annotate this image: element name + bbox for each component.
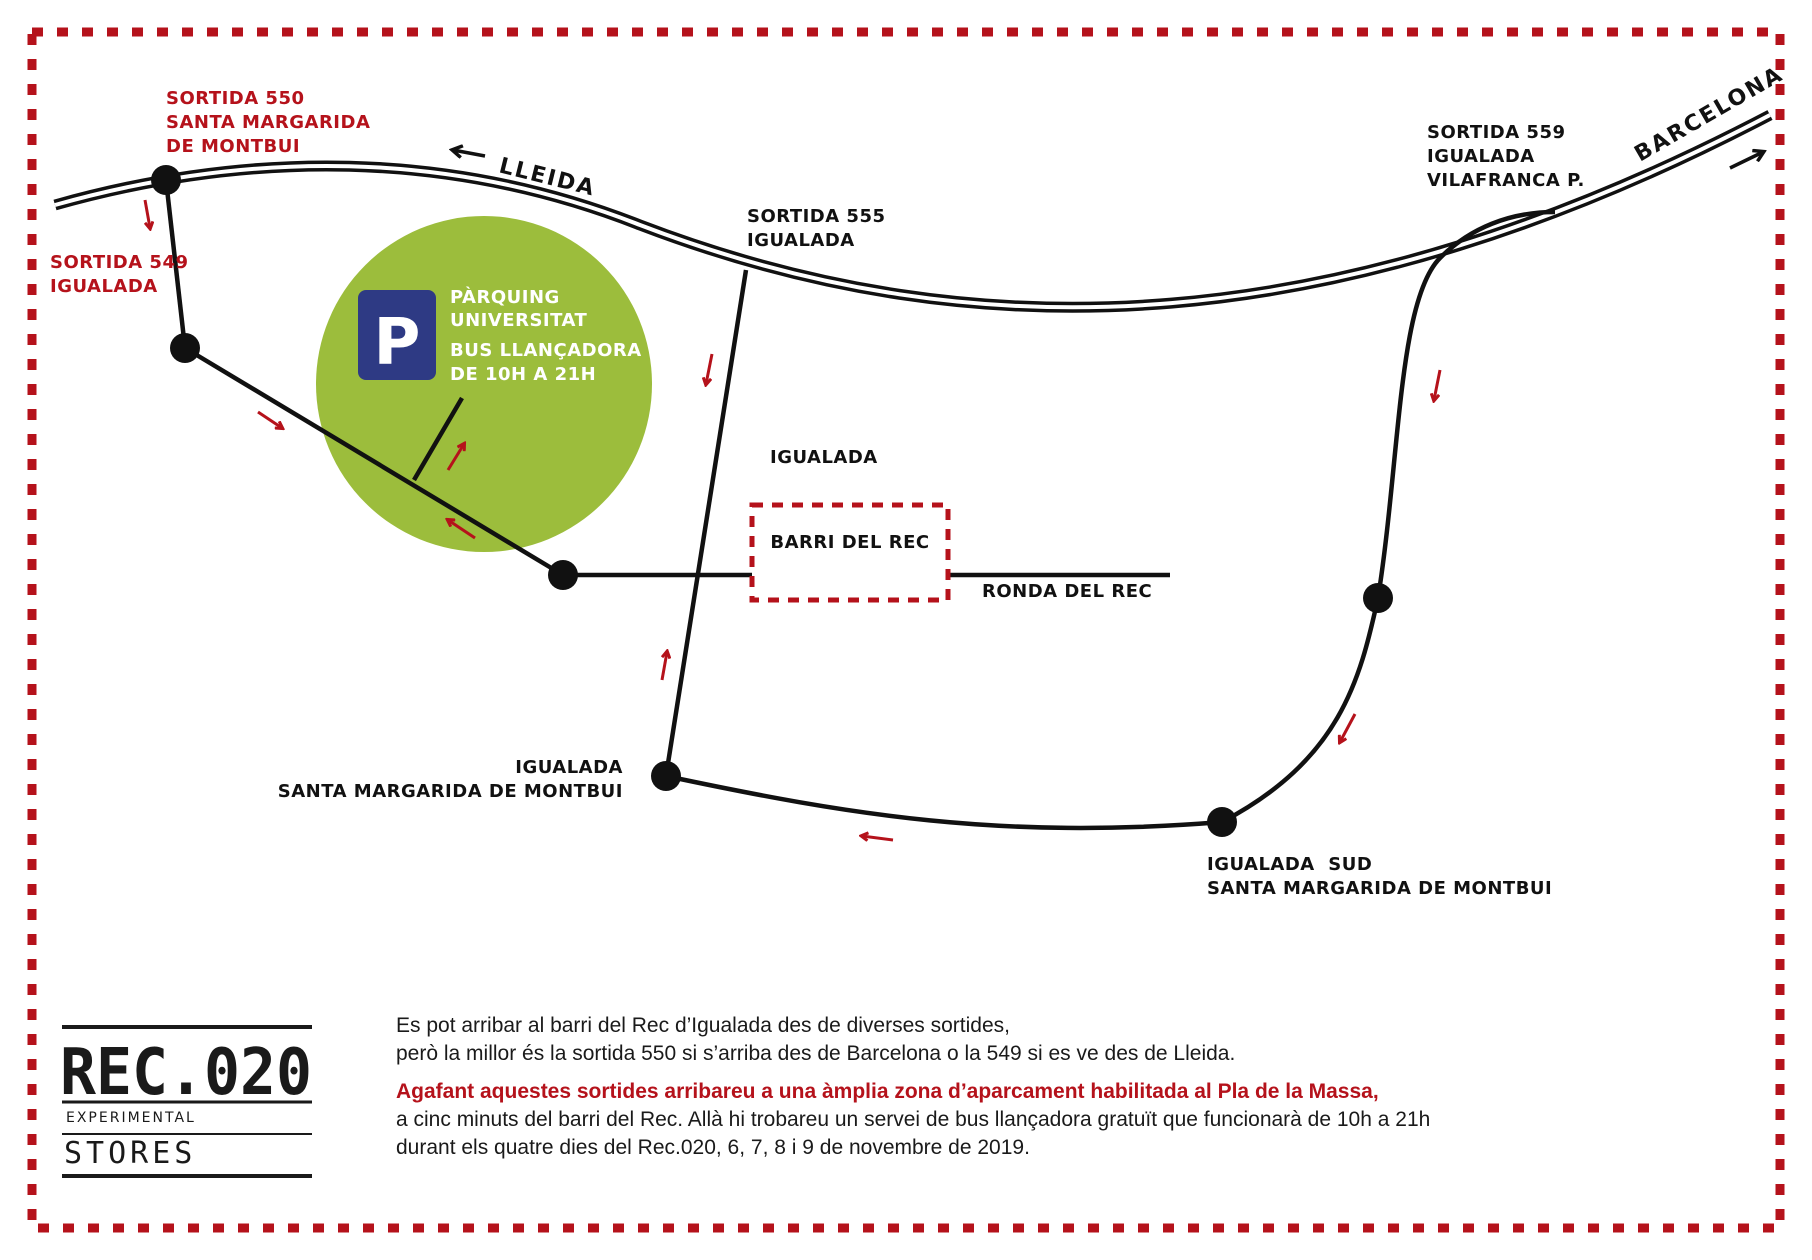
junction-sud-line1: IGUALADA SUD <box>1207 854 1372 875</box>
arrow-icon <box>257 410 282 428</box>
rec020-logo: REC.020 EXPERIMENTAL STORES <box>60 1025 312 1178</box>
junction-549 <box>170 333 200 363</box>
parking-shuttle-1: BUS LLANÇADORA <box>450 340 642 361</box>
arrow-right-icon <box>1729 152 1763 170</box>
exit-550-line2: SANTA MARGARIDA <box>166 112 370 133</box>
info-line-4: durant els quatre dies del Rec.020, 6, 7… <box>396 1136 1030 1159</box>
junction-550 <box>151 165 181 195</box>
info-line-3: a cinc minuts del barri del Rec. Allà hi… <box>396 1108 1431 1131</box>
exit-559-line1: SORTIDA 559 <box>1427 122 1566 143</box>
junction-igualada-sud <box>1207 807 1237 837</box>
exit-550-line3: DE MONTBUI <box>166 136 300 157</box>
exit-549-line1: SORTIDA 549 <box>50 252 189 273</box>
local-roads <box>163 179 1556 831</box>
route-arrows <box>143 199 1442 840</box>
arrow-icon <box>1434 369 1442 400</box>
logo-sub: EXPERIMENTAL <box>66 1110 196 1126</box>
parking-sign-icon <box>358 290 436 380</box>
info-line-2: però la millor és la sortida 550 si s’ar… <box>396 1042 1236 1065</box>
arrow-icon <box>660 652 667 681</box>
junction-montbui-line2: SANTA MARGARIDA DE MONTBUI <box>278 781 623 802</box>
parking-name-1: PÀRQUING <box>450 286 560 308</box>
junction-east <box>1363 583 1393 613</box>
exit-559-line2: IGUALADA <box>1427 146 1535 167</box>
district-label: BARRI DEL REC <box>770 532 929 553</box>
junction-ronda <box>548 560 578 590</box>
junction-montbui <box>651 761 681 791</box>
highway-ap2 <box>53 110 1773 313</box>
exit-555-line1: SORTIDA 555 <box>747 206 886 227</box>
logo-stores: STORES <box>64 1136 196 1171</box>
logo-main: REC.020 <box>60 1036 312 1110</box>
access-info-text: Es pot arribar al barri del Rec d’Iguala… <box>396 1012 1596 1162</box>
town-label: IGUALADA <box>770 447 878 468</box>
exit-559-line3: VILAFRANCA P. <box>1427 170 1585 191</box>
arrow-icon <box>143 199 150 228</box>
arrow-icon <box>446 444 464 471</box>
arrow-icon <box>862 836 894 840</box>
junction-montbui-line1: IGUALADA <box>515 757 623 778</box>
arrow-icon <box>448 520 476 540</box>
exit-550-line1: SORTIDA 550 <box>166 88 305 109</box>
exit-549-line2: IGUALADA <box>50 276 158 297</box>
arrow-left-icon <box>453 150 486 156</box>
exit-555-line2: IGUALADA <box>747 230 855 251</box>
parking-shuttle-2: DE 10H A 21H <box>450 364 596 385</box>
arrow-icon <box>1340 713 1357 742</box>
info-line-1: Es pot arribar al barri del Rec d’Iguala… <box>396 1014 1010 1037</box>
info-highlight: Agafant aquestes sortides arribareu a un… <box>396 1080 1379 1103</box>
junction-dots <box>151 165 1393 837</box>
barri-del-rec-box <box>749 502 951 603</box>
parking-sign-letter: P <box>374 306 421 380</box>
junction-sud-line2: SANTA MARGARIDA DE MONTBUI <box>1207 878 1552 899</box>
arrow-icon <box>706 353 714 384</box>
street-label: RONDA DEL REC <box>982 581 1152 602</box>
parking-name-2: UNIVERSITAT <box>450 310 588 331</box>
